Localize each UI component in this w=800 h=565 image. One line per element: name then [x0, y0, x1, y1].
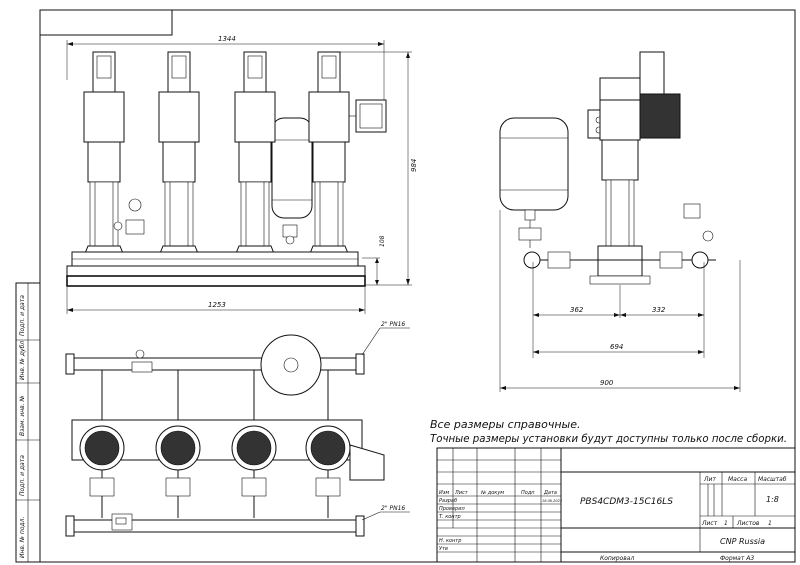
dim-694: 694 [610, 343, 623, 351]
dim-900: 900 [600, 379, 614, 387]
rev-header-izm: Изм [439, 490, 449, 496]
row-nkontr: Н. контр [439, 538, 461, 544]
rev-header-podp: Подп [521, 490, 535, 496]
top-left-box [40, 10, 173, 36]
top-view: 2" PN16 2" PN16 [65, 321, 410, 537]
col-scale: Масштаб [758, 476, 787, 483]
row-utv: Утв [439, 546, 448, 552]
dim-984: 984 [410, 159, 418, 172]
rev-header-list: Лист [454, 490, 469, 496]
row-razrab: Разраб [439, 498, 457, 504]
dim-362: 362 [570, 306, 584, 314]
note-line-1: Все размеры справочные. [430, 418, 580, 431]
side-view: 362 332 694 900 [499, 51, 741, 392]
dim-108: 108 [379, 235, 386, 247]
side-label-5: Инв. № подл. [19, 517, 26, 558]
pump-2 [158, 51, 200, 257]
front-view: 1344 984 108 1253 [66, 35, 418, 314]
pump-3 [234, 51, 276, 257]
pipe-label-bottom: 2" PN16 [381, 505, 405, 512]
sheet-value: 1 [724, 520, 728, 527]
format-label: Формат А3 [720, 555, 754, 562]
col-lit: Лит [703, 476, 716, 483]
sheet-label: Лист [701, 520, 718, 527]
dim-1253: 1253 [208, 301, 226, 309]
side-label-1: Подп. и дата [19, 295, 26, 336]
sheets-label: Листов [736, 520, 760, 527]
side-label-3: Взам. инв. № [19, 395, 26, 436]
pump-1 [83, 51, 125, 257]
row-tkontr: Т. контр [439, 514, 461, 520]
copied-label: Копировал [600, 555, 634, 562]
rev-header-doc: № докум [480, 490, 504, 496]
date-small: 18.06.2024 [542, 499, 562, 503]
dim-1344: 1344 [218, 35, 236, 43]
pump-4 [308, 51, 387, 257]
designation: PBS4CDM3-15C16LS [580, 497, 673, 507]
dim-332: 332 [652, 306, 666, 314]
scale-value: 1:8 [766, 495, 779, 504]
pipe-label-top: 2" PN16 [381, 321, 405, 328]
note-line-2: Точные размеры установки будут доступны … [430, 432, 787, 445]
row-proveril: Проверил [439, 506, 465, 512]
sheets-value: 1 [768, 520, 772, 527]
side-label-4: Подп. и дата [19, 455, 26, 496]
company: CNP Russia [720, 537, 765, 546]
rev-header-data: Дата [543, 490, 557, 496]
side-label-2: Инв. № дубл [19, 341, 26, 380]
side-strip: Подп. и дата Инв. № дубл Взам. инв. № По… [15, 282, 41, 563]
col-mass: Масса [728, 476, 747, 483]
title-block: Изм Лист № докум Подп Дата Разраб 18.06.… [436, 447, 796, 563]
